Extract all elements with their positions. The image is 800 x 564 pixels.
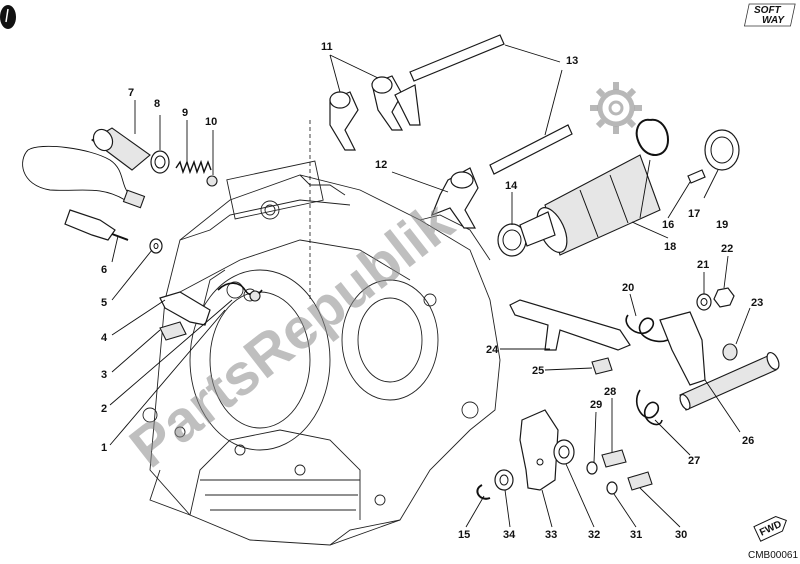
part-ball-10 bbox=[206, 175, 218, 187]
callout-27: 27 bbox=[688, 455, 700, 467]
corner-disc-mark bbox=[5, 8, 9, 23]
callout-10: 10 bbox=[205, 116, 217, 128]
part-pin-1 bbox=[249, 290, 261, 302]
part-shift-drum bbox=[519, 154, 661, 256]
callout-21: 21 bbox=[697, 259, 709, 271]
part-ring-8-hole bbox=[154, 155, 166, 169]
callout-32: 32 bbox=[588, 529, 600, 541]
callout-22: 22 bbox=[721, 243, 733, 255]
part-washer-5-hole bbox=[153, 243, 159, 249]
callout-28: 28 bbox=[604, 386, 616, 398]
brand-badge: SOFT WAY bbox=[743, 3, 796, 27]
part-fork-shafts bbox=[409, 34, 573, 175]
leader-lines bbox=[109, 44, 751, 528]
part-plate-33-hole bbox=[536, 458, 544, 466]
forward-direction-tag: FWD bbox=[753, 515, 787, 542]
corner-disc-icon bbox=[0, 5, 16, 29]
callout-29: 29 bbox=[590, 399, 602, 411]
part-bolt-3 bbox=[159, 321, 187, 341]
callout-1: 1 bbox=[101, 442, 107, 454]
part-bracket-24 bbox=[509, 299, 631, 351]
part-spacer-23 bbox=[722, 343, 738, 361]
callout-7: 7 bbox=[128, 87, 134, 99]
callout-4: 4 bbox=[101, 332, 108, 344]
callout-34: 34 bbox=[503, 529, 516, 541]
callout-20: 20 bbox=[622, 282, 634, 294]
part-bolt-30 bbox=[627, 471, 653, 491]
part-ring-19 bbox=[704, 129, 740, 171]
part-washer-34 bbox=[494, 469, 514, 491]
part-plate-33 bbox=[519, 409, 559, 491]
part-neutral-sensor bbox=[22, 145, 146, 241]
part-ring-32-hole bbox=[558, 445, 570, 459]
part-plug-bolt bbox=[91, 127, 151, 171]
callout-8: 8 bbox=[154, 98, 160, 110]
part-selector-shaft bbox=[659, 311, 780, 411]
callout-24: 24 bbox=[486, 344, 499, 356]
callout-17: 17 bbox=[688, 208, 700, 220]
part-nut-22 bbox=[713, 287, 735, 308]
part-shift-forks bbox=[329, 75, 421, 151]
callout-6: 6 bbox=[101, 264, 107, 276]
part-fork-12 bbox=[430, 167, 479, 229]
callout-18: 18 bbox=[664, 241, 676, 253]
callout-15: 15 bbox=[458, 529, 470, 541]
callout-26: 26 bbox=[742, 435, 754, 447]
part-pin-17 bbox=[687, 169, 706, 184]
gear-icon bbox=[590, 82, 642, 134]
part-spring-27 bbox=[635, 389, 663, 426]
brand-badge-line1: SOFT bbox=[754, 5, 782, 16]
callout-16: 16 bbox=[662, 219, 674, 231]
callout-3: 3 bbox=[101, 369, 107, 381]
part-bolt-25 bbox=[591, 357, 613, 375]
callout-12: 12 bbox=[375, 159, 387, 171]
part-washer-21 bbox=[696, 293, 712, 311]
callout-23: 23 bbox=[751, 297, 763, 309]
callout-33: 33 bbox=[545, 529, 557, 541]
part-ring-32 bbox=[553, 439, 575, 465]
callout-30: 30 bbox=[675, 529, 687, 541]
part-bearing-14-inner bbox=[502, 229, 522, 251]
part-washer-31 bbox=[606, 481, 618, 495]
part-ring-19-inner bbox=[710, 136, 734, 164]
part-washer-21-hole bbox=[700, 298, 708, 306]
part-bolt-28 bbox=[601, 449, 627, 468]
callout-25: 25 bbox=[532, 365, 544, 377]
part-circlip-16 bbox=[635, 118, 670, 156]
part-spring-9 bbox=[175, 159, 212, 175]
callout-31: 31 bbox=[630, 529, 642, 541]
part-washer-5 bbox=[149, 238, 163, 254]
part-circlip-15 bbox=[476, 484, 491, 500]
brand-badge-line2: WAY bbox=[762, 15, 785, 26]
callout-5: 5 bbox=[101, 297, 107, 309]
part-ring-8 bbox=[150, 150, 170, 174]
crankcase-housing bbox=[142, 120, 501, 546]
drawing-code: CMB00061 bbox=[748, 550, 798, 561]
callout-labels: 1 2 3 4 5 6 7 8 9 10 11 12 13 14 15 16 1… bbox=[101, 41, 763, 541]
callout-19: 19 bbox=[716, 219, 728, 231]
part-washer-29 bbox=[586, 461, 598, 475]
callout-13: 13 bbox=[566, 55, 578, 67]
part-washer-34-hole bbox=[499, 474, 509, 486]
part-spring-20 bbox=[625, 314, 669, 343]
callout-2: 2 bbox=[101, 403, 107, 415]
callout-14: 14 bbox=[505, 180, 518, 192]
part-lever-4 bbox=[159, 291, 211, 326]
callout-11: 11 bbox=[321, 41, 333, 53]
callout-9: 9 bbox=[182, 107, 188, 119]
